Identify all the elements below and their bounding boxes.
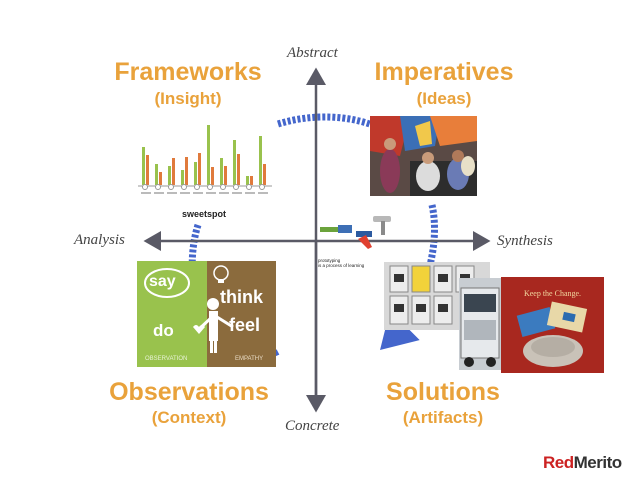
axis-label-analysis: Analysis	[74, 232, 125, 248]
empathy-footer-right: EMPATHY	[235, 356, 264, 362]
axis-label-synthesis: Synthesis	[497, 233, 553, 249]
prototyping-tools-image	[320, 216, 391, 249]
chart-bars	[142, 125, 266, 185]
redmerito-logo: RedMerito	[543, 453, 622, 473]
quadrant-subtitle-imperatives: (Ideas)	[416, 89, 472, 108]
quadrant-title-imperatives: Imperatives	[374, 58, 514, 86]
frameworks-chart-caption: sweetspot	[182, 209, 227, 219]
center-caption-line1: prototyping	[318, 258, 341, 263]
empathy-word-feel: feel	[229, 315, 261, 335]
empathy-map-panel: say think do feel OBSERVATION EMPATHY	[137, 261, 276, 367]
empathy-map-right	[207, 261, 276, 367]
logo-part-red: Red	[543, 453, 574, 472]
quadrant-title-solutions: Solutions	[386, 378, 500, 406]
center-caption-line2: is a process of learning	[318, 263, 365, 268]
quadrant-subtitle-observations: (Context)	[151, 408, 227, 427]
axis-label-abstract: Abstract	[287, 45, 338, 61]
empathy-footer-left: OBSERVATION	[145, 356, 188, 362]
quadrant-subtitle-frameworks: (Insight)	[154, 89, 222, 108]
quadrant-title-observations: Observations	[109, 378, 269, 406]
center-caption: prototyping is a process of learning	[318, 258, 364, 268]
empathy-map-figure	[144, 265, 234, 353]
quadrant-subtitle-solutions: (Artifacts)	[402, 408, 484, 427]
axis-label-concrete: Concrete	[285, 418, 340, 434]
frameworks-chart-image	[136, 120, 276, 200]
empathy-word-think: think	[220, 287, 263, 307]
quadrant-title-frameworks: Frameworks	[114, 58, 262, 86]
imperatives-photo	[370, 116, 477, 196]
empathy-word-say: say	[149, 273, 176, 290]
solutions-poster-photo: Keep the Change.	[501, 277, 604, 373]
poster-illustration	[516, 301, 588, 367]
empathy-map-left	[137, 261, 207, 367]
solutions-bus-photo	[459, 278, 501, 370]
poster-text: Keep the Change.	[523, 289, 582, 298]
empathy-word-do: do	[153, 321, 174, 340]
logo-part-merito: Merito	[573, 453, 623, 472]
